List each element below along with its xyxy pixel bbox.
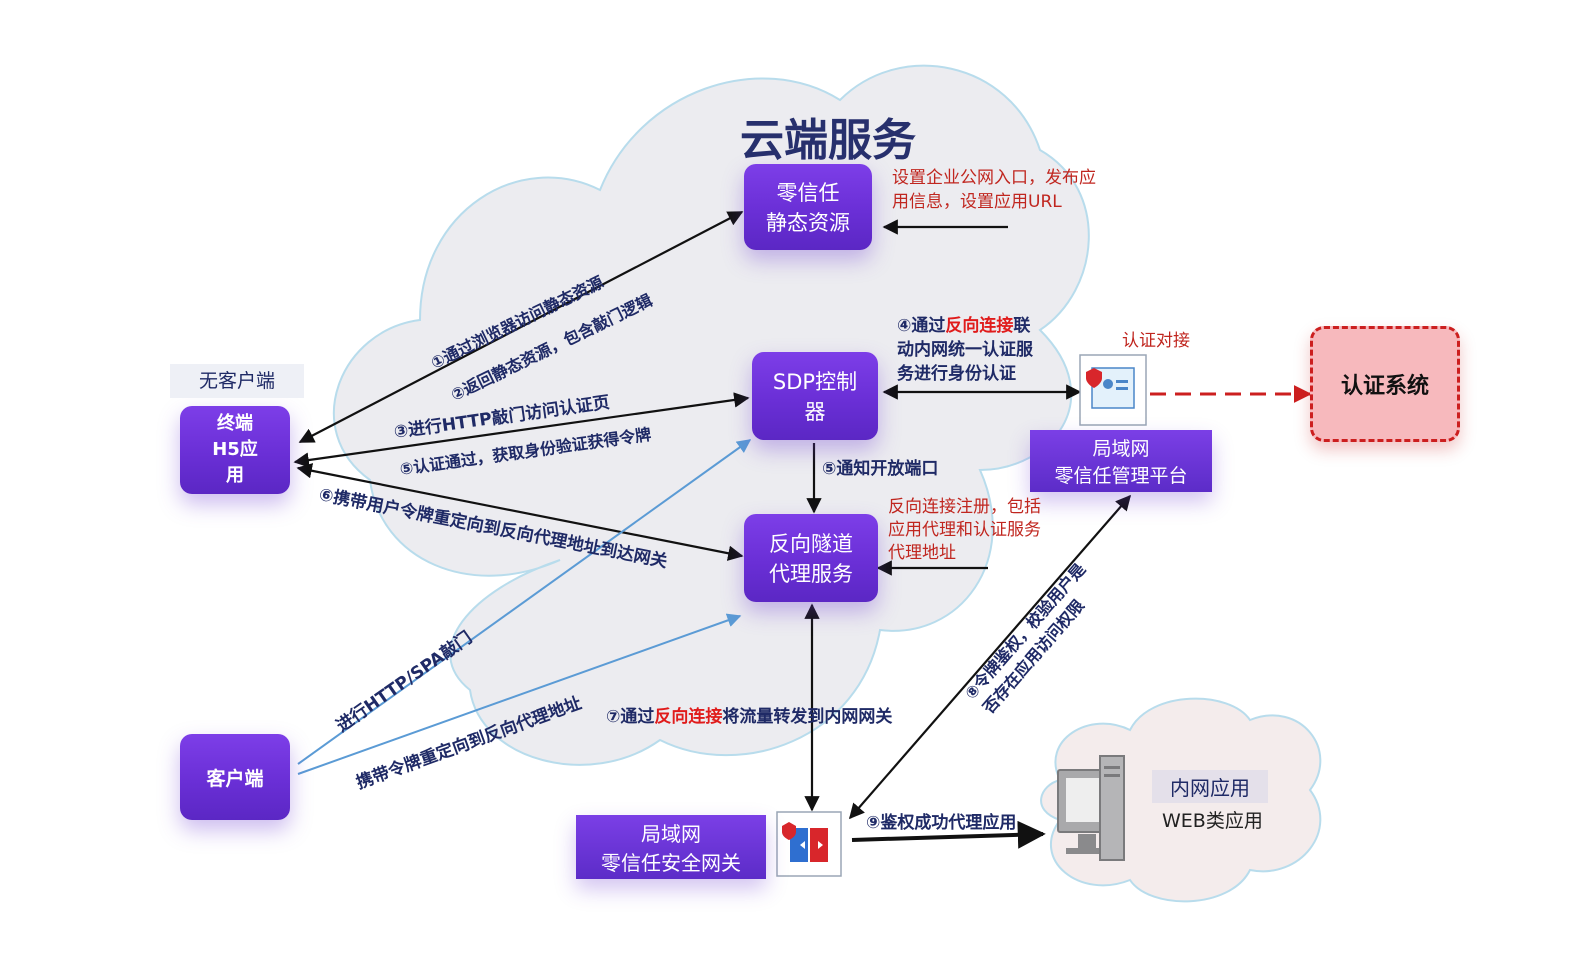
- terminal-h5-node[interactable]: 终端 H5应 用: [180, 406, 290, 494]
- mgmt-platform-label: 局域网 零信任管理平台: [1054, 438, 1188, 487]
- step4-post: 联: [1013, 316, 1031, 336]
- auth-docking-label: 认证对接: [1122, 331, 1190, 351]
- static-resource-label: 零信任 静态资源: [766, 181, 850, 235]
- sdp-controller-label: SDP控制 器: [772, 370, 858, 424]
- reverse-register-label: 反向连接注册，包括 应用代理和认证服务 代理地址: [888, 497, 1041, 563]
- intranet-app-title: 内网应用: [1152, 770, 1268, 803]
- step7-post: 将流量转发到内网网关: [722, 707, 893, 727]
- client-label: 客户端: [206, 767, 264, 790]
- client-arrows: [297, 439, 752, 775]
- terminal-h5-label: 终端 H5应 用: [212, 413, 258, 486]
- auth-system-node[interactable]: 认证系统: [1310, 326, 1460, 442]
- arrow-lines: [293, 211, 1132, 820]
- arrow-step6: [296, 463, 744, 561]
- step9-label: ⑨鉴权成功代理应用: [866, 813, 1017, 833]
- sdp-controller-node[interactable]: SDP控制 器: [752, 352, 878, 440]
- cloud-title: 云端服务: [740, 115, 916, 166]
- computer-icon: [1057, 755, 1125, 861]
- publish-info-label: 设置企业公网入口，发布应 用信息，设置应用URL: [892, 168, 1096, 212]
- mgmt-platform-icon: [1079, 354, 1147, 426]
- step5b-label: ⑤通知开放端口: [822, 459, 939, 479]
- step7-pre: ⑦通过: [606, 707, 655, 727]
- reverse-tunnel-node[interactable]: 反向隧道 代理服务: [744, 514, 878, 602]
- step7-red: 反向连接: [654, 707, 723, 727]
- intranet-app-sub: WEB类应用: [1162, 810, 1263, 832]
- auth-system-label: 认证系统: [1340, 374, 1429, 399]
- step4-label: ④通过反向连接联 动内网统一认证服 务进行身份认证: [897, 314, 1033, 386]
- reverse-tunnel-label: 反向隧道 代理服务: [769, 532, 853, 586]
- security-gateway-label: 局域网 零信任安全网关: [601, 822, 741, 875]
- step4-pre: ④通过: [897, 316, 946, 336]
- step4-line3: 务进行身份认证: [897, 364, 1016, 384]
- static-resource-node[interactable]: 零信任 静态资源: [744, 164, 872, 250]
- gateway-icon: [776, 811, 842, 877]
- arrow-step3-5: [293, 392, 750, 468]
- security-gateway-node[interactable]: 局域网 零信任安全网关: [576, 815, 766, 879]
- step7-label: ⑦通过反向连接将流量转发到内网网关: [606, 702, 892, 727]
- arrow-step9: [851, 820, 1046, 849]
- arrow-step8: [848, 494, 1132, 820]
- mgmt-platform-node[interactable]: 局域网 零信任管理平台: [1030, 430, 1212, 492]
- client-node[interactable]: 客户端: [180, 734, 290, 820]
- no-client-label: 无客户端: [170, 364, 304, 398]
- step4-line2: 动内网统一认证服: [897, 340, 1033, 360]
- step4-red: 反向连接: [945, 316, 1014, 336]
